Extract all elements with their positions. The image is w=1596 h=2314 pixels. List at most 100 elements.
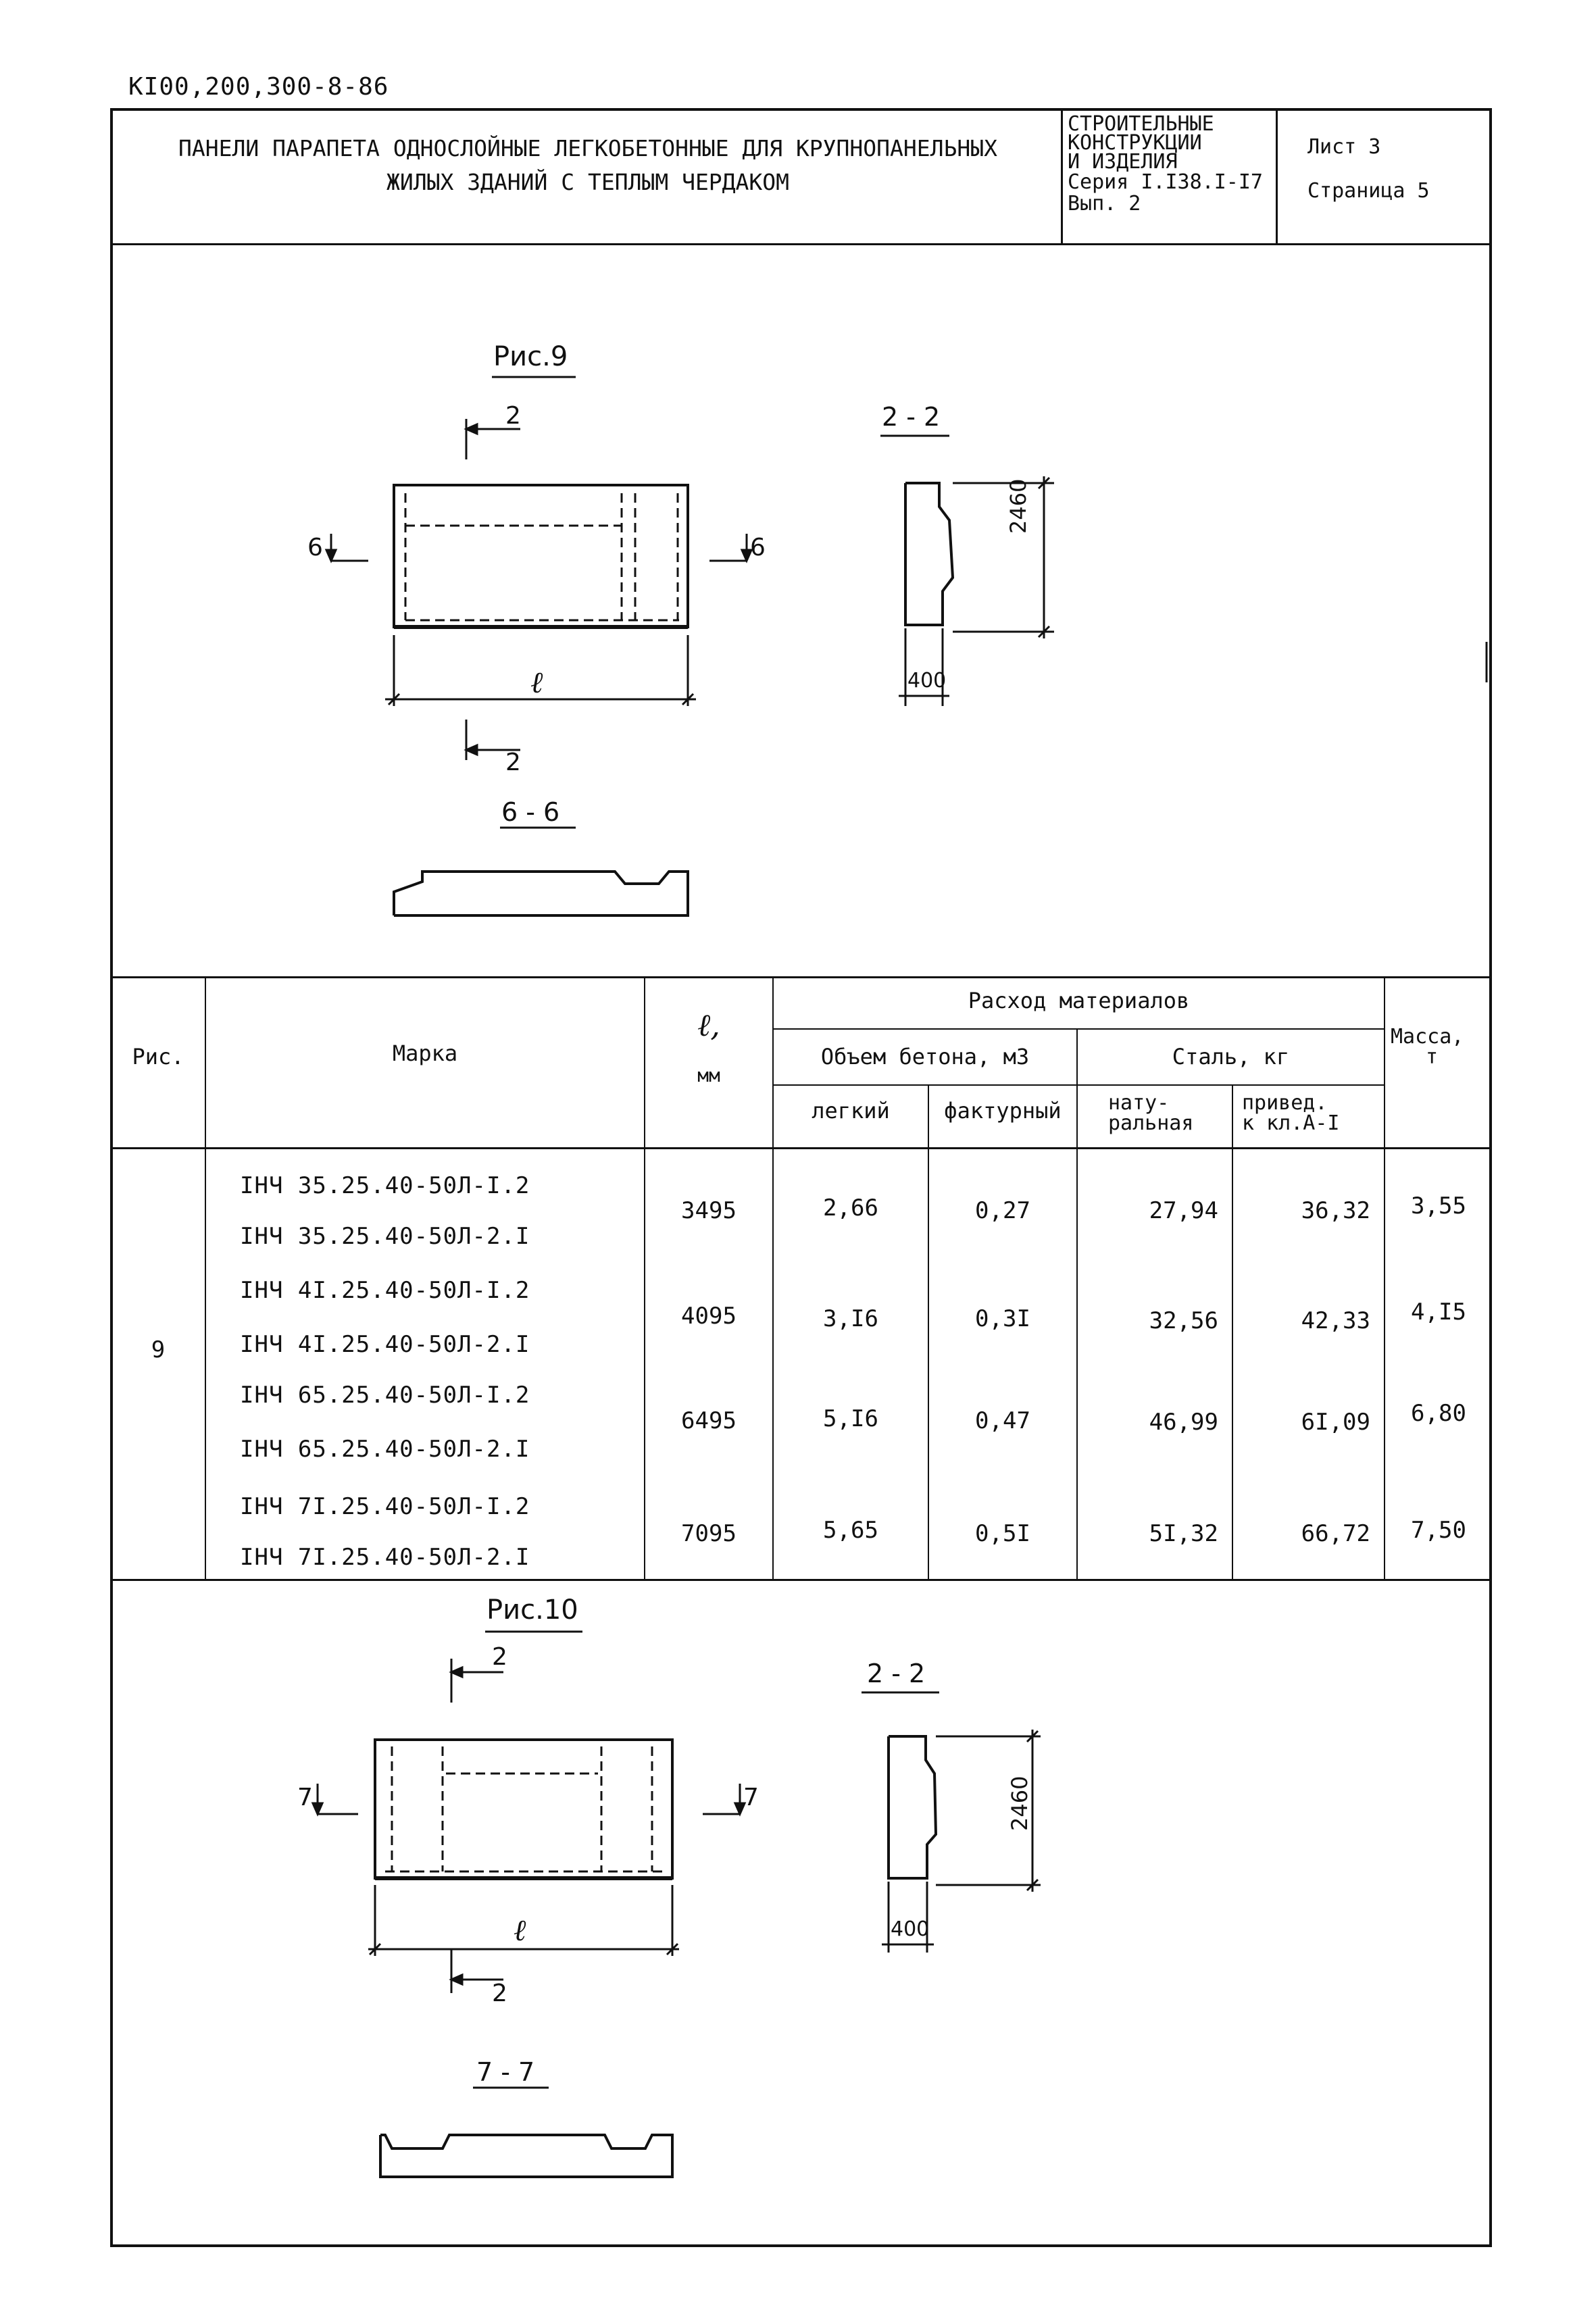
header-mark: Марка <box>392 1040 458 1066</box>
table-materials-line <box>772 1028 1385 1030</box>
header-fig: Рис. <box>132 1044 184 1070</box>
header-natural-line1: нату- <box>1108 1091 1170 1115</box>
col-sep-fig <box>205 976 206 1580</box>
series-number: Серия I.I38.I-I7 <box>1068 170 1263 194</box>
fig10-cut-2-top-marker <box>449 1659 503 1703</box>
row1-mark-1: IНЧ 35.25.40-50Л-I.2 <box>240 1172 530 1199</box>
row2-mass: 4,I5 <box>1411 1299 1466 1326</box>
fig10-cut-2-bottom-marker <box>449 1949 503 1993</box>
row2-light: 3,I6 <box>823 1305 878 1332</box>
row4-reduced: 66,72 <box>1301 1520 1370 1547</box>
fig9-section-66-profile <box>393 870 689 917</box>
col-sep-natural <box>1232 1084 1233 1580</box>
table-header-bottom <box>110 1147 1492 1149</box>
fig10-cut-right-label: 7 <box>743 1784 759 1811</box>
row1-mass: 3,55 <box>1411 1192 1466 1219</box>
row4-mark-1: IНЧ 7I.25.40-50Л-I.2 <box>240 1493 530 1520</box>
row1-length: 3495 <box>681 1197 737 1224</box>
fig9-cut-2-top-marker <box>464 419 520 459</box>
series-line-3: И ИЗДЕЛИЯ <box>1068 150 1178 174</box>
header-reduced-line1: привед. <box>1242 1091 1328 1115</box>
row3-mass: 6,80 <box>1411 1400 1466 1427</box>
row2-mark-2: IНЧ 4I.25.40-50Л-2.I <box>240 1331 530 1358</box>
document-code: КI00,200,300-8-86 <box>128 73 389 101</box>
table-bottom-line <box>110 1579 1492 1581</box>
fig10-height-dimension: 2460 <box>1007 1776 1032 1831</box>
row3-facing: 0,47 <box>975 1407 1030 1434</box>
row3-reduced: 6I,09 <box>1301 1409 1370 1436</box>
frame-bottom <box>110 2244 1492 2247</box>
header-reduced-line2: к кл.А-I <box>1242 1111 1340 1135</box>
header-mass-line2: т <box>1426 1045 1439 1069</box>
fig9-panel-elevation <box>393 484 689 629</box>
col-sep-reduced <box>1384 976 1385 1580</box>
fig10-panel-elevation <box>374 1738 674 1880</box>
header-mass-line1: Масса, <box>1391 1025 1464 1049</box>
title-block-divider <box>110 243 1492 245</box>
frame-left <box>110 108 113 2247</box>
header-concrete: Объем бетона, м3 <box>820 1044 1030 1070</box>
row2-mark-1: IНЧ 4I.25.40-50Л-I.2 <box>240 1277 530 1304</box>
row4-length: 7095 <box>681 1520 737 1547</box>
row1-natural: 27,94 <box>1149 1197 1218 1224</box>
page-number: Страница 5 <box>1307 179 1430 203</box>
fig9-cut-left-label: 6 <box>307 534 323 561</box>
title-block-sep-2 <box>1276 108 1278 245</box>
fig9-height-dimension: 2460 <box>1005 478 1031 534</box>
row2-reduced: 42,33 <box>1301 1307 1370 1334</box>
row1-facing: 0,27 <box>975 1197 1030 1224</box>
title-line-1: ПАНЕЛИ ПАРАПЕТА ОДНОСЛОЙНЫЕ ЛЕГКОБЕТОННЫ… <box>178 135 997 161</box>
sheet-number: Лист 3 <box>1307 135 1381 159</box>
header-steel: Сталь, кг <box>1172 1044 1290 1070</box>
frame-right <box>1489 108 1492 2247</box>
series-line-1: СТРОИТЕЛЬНЫЕ <box>1068 112 1214 136</box>
row2-length: 4095 <box>681 1303 737 1330</box>
row3-mark-1: IНЧ 65.25.40-50Л-I.2 <box>240 1382 530 1409</box>
header-natural-line2: ральная <box>1108 1111 1194 1135</box>
header-materials: Расход материалов <box>968 988 1190 1013</box>
fig9-length-dimension <box>385 635 696 706</box>
row1-mark-2: IНЧ 35.25.40-50Л-2.I <box>240 1223 530 1250</box>
fig9-section-22-profile <box>899 476 1054 706</box>
row3-light: 5,I6 <box>823 1405 878 1432</box>
row4-light: 5,65 <box>823 1517 878 1544</box>
fig9-section-22-label: 2 - 2 <box>882 402 941 432</box>
row4-mark-2: IНЧ 7I.25.40-50Л-2.I <box>240 1544 530 1571</box>
fig10-length-label: ℓ <box>514 1913 526 1948</box>
fig10-cut-7-left-marker <box>311 1784 358 1817</box>
fig-number-cell: 9 <box>151 1336 166 1363</box>
table-top-line <box>110 976 1492 978</box>
fig10-cut-top-label: 2 <box>492 1643 507 1671</box>
col-sep-light <box>928 1084 929 1580</box>
row3-length: 6495 <box>681 1407 737 1434</box>
fig9-cut-2-bottom-marker <box>464 720 520 760</box>
fig9-length-label: ℓ <box>530 665 543 700</box>
fig10-cut-7-right-marker <box>703 1784 747 1817</box>
fig9-cut-right-label: 6 <box>750 534 766 561</box>
fig10-section-22-label: 2 - 2 <box>867 1659 926 1688</box>
fig10-width-dimension: 400 <box>891 1917 930 1941</box>
row3-mark-2: IНЧ 65.25.40-50Л-2.I <box>240 1436 530 1463</box>
fig10-cut-left-label: 7 <box>297 1784 313 1811</box>
row3-natural: 46,99 <box>1149 1409 1218 1436</box>
fig10-section-77-label: 7 - 7 <box>476 2057 535 2087</box>
row1-light: 2,66 <box>823 1194 878 1222</box>
title-line-2: ЖИЛЫХ ЗДАНИЙ С ТЕПЛЫМ ЧЕРДАКОМ <box>386 169 790 195</box>
fig10-section-77-profile <box>379 2134 674 2178</box>
row1-reduced: 36,32 <box>1301 1197 1370 1224</box>
frame-top <box>110 108 1492 111</box>
row4-natural: 5I,32 <box>1149 1520 1218 1547</box>
table-subheader-line <box>772 1084 1385 1086</box>
row4-facing: 0,5I <box>975 1520 1030 1547</box>
row4-mass: 7,50 <box>1411 1517 1466 1544</box>
fig10-title: Рис.10 <box>487 1594 578 1626</box>
series-line-2: КОНСТРУКЦИИ <box>1068 131 1202 155</box>
col-sep-mark <box>644 976 645 1580</box>
fig9-width-dimension: 400 <box>907 669 947 693</box>
fig9-cut-top-label: 2 <box>505 402 521 430</box>
header-facing: фактурный <box>944 1098 1062 1124</box>
header-length-symbol: ℓ, <box>697 1007 720 1043</box>
fig9-cut-6-left-marker <box>324 534 368 563</box>
row2-facing: 0,3I <box>975 1305 1030 1332</box>
